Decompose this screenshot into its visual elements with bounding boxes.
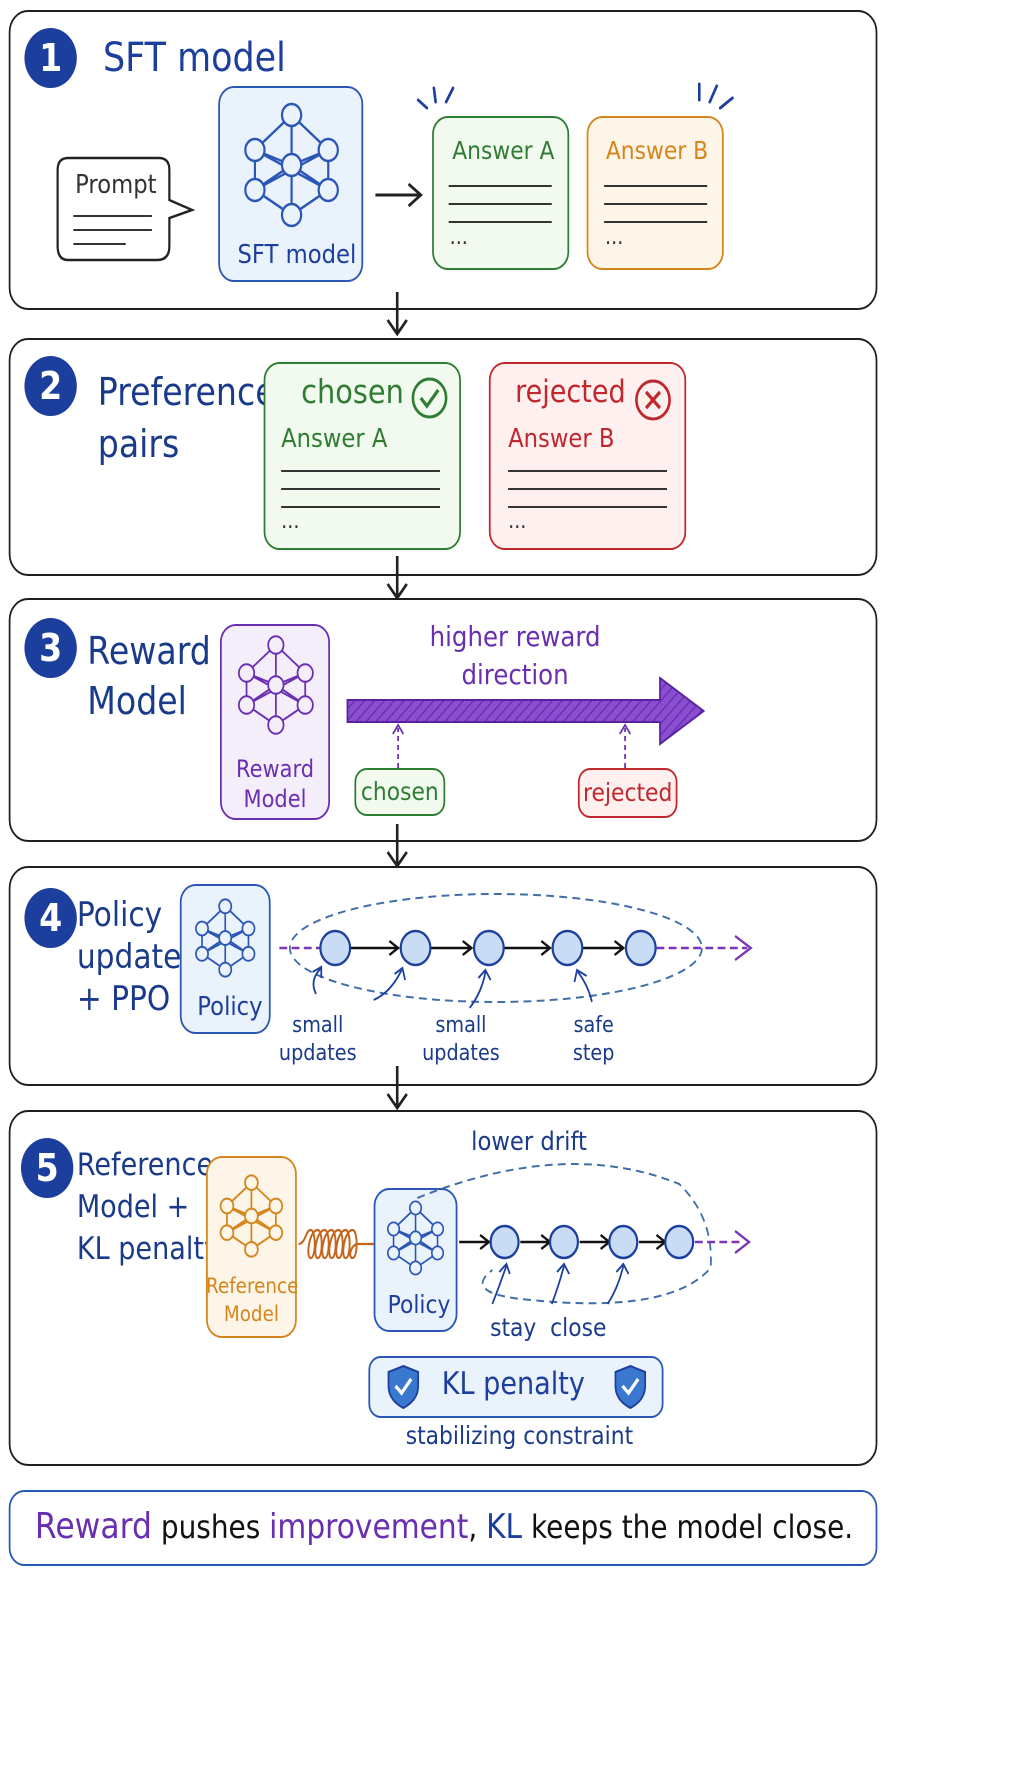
- update-note-2: small updates: [422, 1013, 500, 1066]
- panel-title-1: SFT model: [103, 35, 286, 81]
- step-badge-4: 4: [24, 888, 77, 948]
- policy-trajectory: [279, 893, 753, 1009]
- rejected-tag: rejected: [577, 768, 678, 818]
- lower-drift-label: lower drift: [471, 1127, 587, 1157]
- neural-net-icon: [244, 102, 339, 228]
- sparkle-icon: [697, 82, 734, 110]
- answer-a-ellipsis: ...: [449, 225, 468, 250]
- arrow-right-icon: [375, 182, 423, 208]
- arrow-down-icon: [386, 292, 408, 337]
- rejected-ellipsis: ...: [508, 509, 527, 534]
- rejected-answer-label: Answer B: [508, 424, 615, 454]
- rejected-card: [488, 362, 687, 550]
- sft-model-label: SFT model: [237, 240, 357, 270]
- panel-title-4: Policy update + PPO: [76, 895, 182, 1019]
- sparkle-icon: [416, 86, 455, 110]
- answer-b-ellipsis: ...: [604, 225, 624, 250]
- prompt-bubble: [56, 156, 196, 262]
- rejected-label: rejected: [515, 374, 626, 410]
- policy-label-5: Policy: [387, 1290, 451, 1319]
- summary-text-part: pushes: [151, 1508, 270, 1546]
- stabilizing-constraint-label: stabilizing constraint: [405, 1421, 634, 1450]
- policy-label: Policy: [197, 992, 263, 1022]
- x-circle-icon: [635, 379, 671, 421]
- kl-penalty-label: KL penalty: [441, 1366, 585, 1402]
- stay-close-trajectory: [417, 1163, 751, 1305]
- check-circle-icon: [411, 377, 448, 419]
- step-badge-5: 5: [20, 1138, 74, 1198]
- step-badge-1: 1: [24, 28, 77, 88]
- chosen-tag: chosen: [354, 768, 446, 816]
- summary-kl: KL: [486, 1507, 523, 1547]
- summary-text-part: ,: [468, 1508, 487, 1546]
- spring-icon: [298, 1228, 374, 1260]
- reference-model-label: Reference Model: [206, 1274, 299, 1326]
- answer-a-card: [432, 116, 570, 270]
- prompt-label: Prompt: [75, 170, 157, 200]
- panel-policy-update: [8, 866, 878, 1086]
- panel-title-5: Reference Model + KL penalty: [76, 1147, 220, 1267]
- neural-net-icon: [195, 898, 256, 978]
- chosen-label: chosen: [301, 372, 404, 411]
- summary-text: Reward pushes improvement, KL keeps the …: [35, 1506, 853, 1547]
- panel-title-3: Reward Model: [87, 629, 211, 723]
- reward-model-label: Reward Model: [235, 755, 315, 813]
- summary-text-part: keeps the model close.: [522, 1508, 854, 1546]
- panel-title-2: Preference pairs: [97, 370, 276, 466]
- rejected-pointer: [619, 723, 632, 768]
- summary-reward: Reward: [34, 1506, 152, 1547]
- chosen-answer-label: Answer A: [281, 424, 388, 454]
- reward-direction-arrow: [346, 676, 706, 746]
- neural-net-icon: [387, 1200, 445, 1276]
- neural-net-icon: [237, 635, 314, 735]
- neural-net-icon: [219, 1174, 284, 1258]
- shield-check-icon: [387, 1364, 420, 1410]
- arrow-down-icon: [386, 824, 408, 869]
- answer-a-label: Answer A: [452, 136, 555, 165]
- answer-b-label: Answer B: [605, 136, 709, 165]
- update-note-1: small updates: [278, 1013, 357, 1066]
- step-badge-2: 2: [24, 356, 77, 416]
- shield-check-icon: [614, 1364, 647, 1410]
- higher-reward-label: higher reward direction: [429, 620, 601, 691]
- arrow-down-icon: [386, 556, 408, 601]
- summary-banner: [8, 1490, 878, 1566]
- stay-close-label: stay close: [490, 1313, 607, 1342]
- chosen-card: [263, 362, 461, 550]
- chosen-ellipsis: ...: [281, 509, 300, 534]
- answer-b-card: [586, 116, 724, 270]
- summary-improvement: improvement: [269, 1507, 469, 1547]
- chosen-pointer: [392, 723, 405, 768]
- update-note-3: safe step: [572, 1013, 615, 1066]
- step-badge-3: 3: [24, 618, 77, 678]
- arrow-down-icon: [386, 1066, 408, 1111]
